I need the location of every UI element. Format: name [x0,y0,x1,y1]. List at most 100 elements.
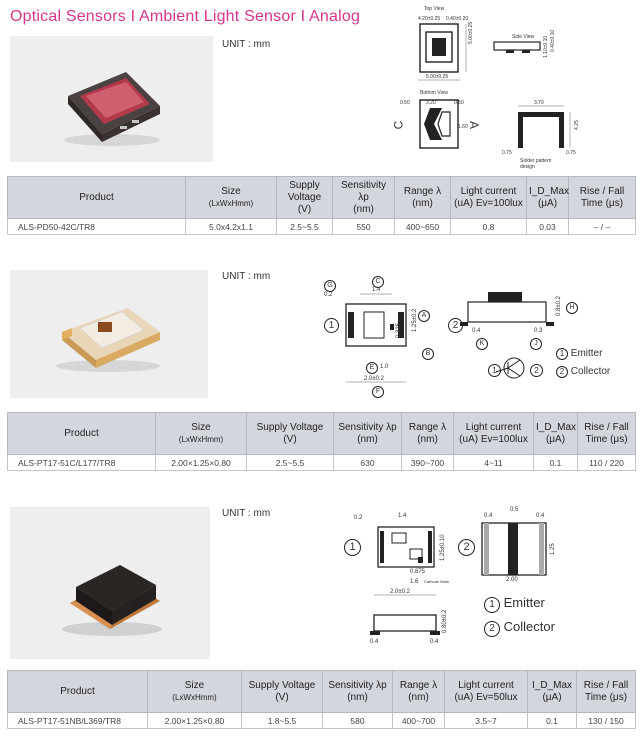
dim-1-25-right: 1.25 [550,543,556,555]
sensor-package-image-1 [64,72,160,146]
legend-collector: 2 Collector [556,366,610,378]
cell-product: ALS-PT17-51NB/L369/TR8 [7,712,148,729]
cell-range: 400~650 [394,218,451,235]
bottom-view-label: Bottom View [420,90,448,96]
dimension-drawing-2: G 0.2 C 1.4 1.25±0.2 A 0.325 B E 1.0 2.0… [320,272,632,400]
cell-voltage: 1.8~5.5 [241,712,323,729]
sensor-package-image-2 [56,308,160,372]
col-size: Size(LxWxHmm) [155,412,247,455]
dim-2-0: 2.0±0.2 [390,589,410,595]
dim-top-bottom: 5.00±0.25 [426,74,449,80]
dim-0-4-top: 0.4 [484,513,493,519]
legend-collector-text: Collector [503,619,555,634]
legend-emitter: 1 Emitter [556,348,602,360]
col-size: Size(LxWxHmm) [185,176,277,219]
legend-emitter-text: Emitter [503,595,545,610]
spec-table-2: Product Size(LxWxHmm) Supply Voltage(V) … [7,412,636,471]
cell-voltage: 2.5~5.5 [276,218,333,235]
top-view-label: Top View [424,6,445,12]
dim-side-offset: 0.40±0.10 [550,29,556,52]
cell-voltage: 2.5~5.5 [246,454,334,471]
dim-top-offset: 0.40±0.20 [446,16,469,22]
cell-size: 5.0x4.2x1.1 [185,218,277,235]
col-product: Product [7,176,186,219]
table-row: ALS-PT17-51NB/L369/TR8 2.00×1.25×0.80 1.… [7,712,636,729]
dim-0-4: 0.4 [472,328,481,334]
col-light-current: Light current(uA) Ev=100lux [450,176,527,219]
legend-emitter-text: Emitter [570,348,603,359]
dim-1-4: 1.4 [398,513,407,519]
dim-2-00: 2.00 [506,577,518,583]
col-light-current: Light current(uA) Ev=50lux [444,670,528,713]
col-voltage: Supply Voltage(V) [241,670,323,713]
callout-a: A [418,310,430,322]
cell-current: 0.8 [450,218,527,235]
dim-1-25: 1.25±0.2 [412,308,418,332]
callout-k: K [476,338,488,350]
callout-j: J [530,338,542,350]
cell-size: 2.00×1.25×0.80 [155,454,247,471]
dim-1-0: 1.0 [380,364,389,370]
pin-circle-1: 1 [324,318,339,333]
col-sensitivity: Sensitivity λp(nm) [332,176,395,219]
dim-0-4-left: 0.4 [370,639,379,645]
cathode-mark-note: Cathode Mark [424,579,450,584]
legend-emitter: 1 Emitter [484,595,545,613]
callout-e: E [366,362,378,374]
product-photo-3 [10,507,210,659]
dim-top-height: 5.00±0.25 [468,21,474,44]
dim-0-2: 0.2 [324,292,333,298]
table-row: ALS-PT17-51C/L177/TR8 2.00×1.25×0.80 2.5… [7,454,636,471]
callout-b: B [422,348,434,360]
cell-sensitivity: 550 [332,218,395,235]
dim-0-3: 0.3 [534,328,543,334]
table-row: ALS-PD50-42C/TR8 5.0x4.2x1.1 2.5~5.5 550… [7,218,636,235]
pin-circle-1: 1 [344,539,361,556]
callout-f: F [372,386,384,398]
side-view-label: Side View [512,34,535,40]
pin-c-label: C [391,120,406,130]
dim-1-4: 1.4 [372,287,381,293]
cell-product: ALS-PT17-51C/L177/TR8 [7,454,156,471]
col-product: Product [7,412,156,455]
cell-id-max: 0.03 [526,218,569,235]
dim-0-2: 0.2 [354,515,363,521]
legend-collector: 2 Collector [484,619,555,637]
dim-top-width: 4.20±0.25 [418,16,441,22]
unit-label-2: UNIT : mm [222,271,271,282]
cell-id-max: 0.1 [527,712,577,729]
dim-bottom-1: 0.50 [400,100,410,106]
callout-h: H [566,302,578,314]
product-photo-2 [10,270,208,398]
dim-0-4-right-b: 0.4 [430,639,439,645]
cell-current: 4~11 [453,454,534,471]
col-range: Range λ(nm) [401,412,454,455]
pin-a-label: A [467,120,482,130]
cell-range: 400~700 [392,712,445,729]
solder-pattern-note: Solder pattern design [520,158,552,170]
legend-pin-1: 1 [556,348,568,360]
dim-pad-height: 4.25 [574,120,580,130]
dim-bottom-height: 1.60 [458,124,468,130]
cell-id-max: 0.1 [533,454,578,471]
product-photo-1 [10,36,213,162]
legend-collector-text: Collector [570,366,611,377]
dim-pad-left: 0.75 [502,150,512,156]
dim-0-8: 0.80±0.2 [442,609,448,633]
unit-label-1: UNIT : mm [222,39,271,50]
spec-table-3: Product Size(LxWxHmm) Supply Voltage(V) … [7,670,636,729]
col-sensitivity: Sensitivity λp(nm) [322,670,393,713]
dim-0-875: 0.875 [410,569,426,575]
dimension-drawing-3: 0.2 1.4 1.25±0.10 0.875 1.6 Cathode Mark… [340,505,632,655]
col-voltage: Supply Voltage(V) [276,176,333,219]
cell-size: 2.00×1.25×0.80 [147,712,242,729]
cell-sensitivity: 630 [333,454,402,471]
sensor-package-image-3 [62,565,162,636]
col-id-max: I_D_Max(μA) [526,176,569,219]
dim-pad-right: 0.75 [566,150,576,156]
col-id-max: I_D_Max(μA) [527,670,577,713]
legend-pin-2: 2 [556,366,568,378]
